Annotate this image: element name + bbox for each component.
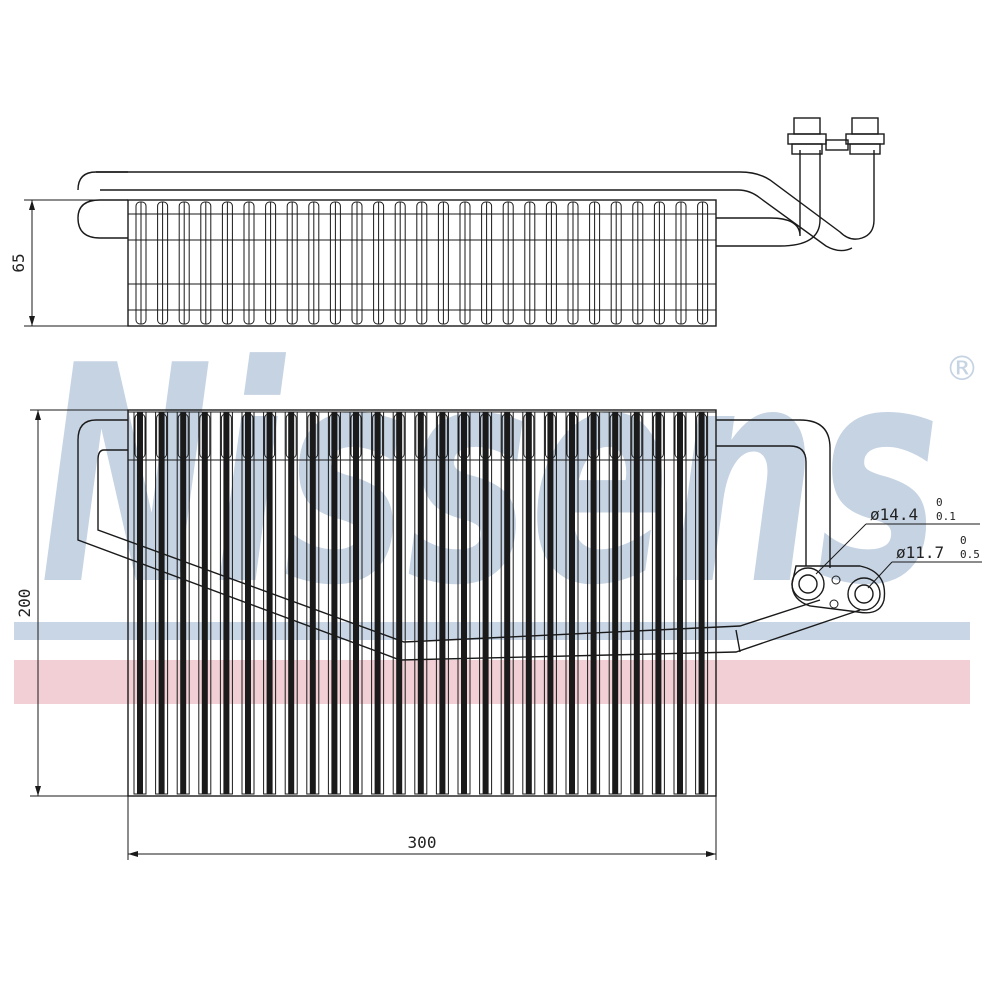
width-dimension: 300 (127, 796, 717, 860)
outlet-diameter-lower: 0.1 (936, 510, 956, 523)
top-fin (481, 201, 493, 325)
inlet-diameter-lower: 0.5 (960, 548, 980, 561)
top-fin (135, 201, 147, 325)
top-fin (675, 201, 687, 325)
top-fin (416, 201, 428, 325)
width-label: 300 (408, 833, 437, 852)
front-view (77, 409, 886, 797)
top-core-outline (127, 199, 717, 327)
depth-dimension: 65 (9, 199, 128, 327)
top-fin (632, 201, 644, 325)
top-pipe-side-2 (716, 150, 821, 247)
top-fin (178, 201, 190, 325)
top-pipe-outer (77, 199, 128, 239)
top-fin (524, 201, 536, 325)
top-fin (697, 201, 709, 325)
top-fitting-right (845, 117, 885, 155)
front-pipe-outer (77, 419, 861, 661)
top-fin (329, 201, 341, 325)
flange-bolt-hole-2 (829, 599, 839, 609)
top-fin (373, 201, 385, 325)
depth-label: 65 (9, 253, 28, 272)
outlet-diameter-callout: ø14.4 0 0.1 (815, 496, 980, 575)
front-pipe-inner (97, 449, 821, 643)
outlet-port-outer (791, 567, 825, 601)
nissens-watermark: Nissens ® (14, 302, 979, 704)
top-lower-band (127, 283, 717, 311)
top-fin (308, 201, 320, 325)
top-fin (545, 201, 557, 325)
top-pipe-run-upper (96, 150, 875, 240)
top-fin (243, 201, 255, 325)
top-view (77, 117, 885, 327)
top-view-fins (135, 201, 709, 325)
top-header-band (127, 213, 717, 241)
front-header-tank (127, 411, 717, 461)
top-pipe-side (716, 150, 801, 237)
top-fin (459, 201, 471, 325)
outlet-diameter-base: ø14.4 (870, 505, 918, 524)
watermark-registered-mark: ® (945, 349, 979, 389)
height-dimension: 200 (15, 409, 128, 797)
flange-plate (791, 565, 886, 614)
top-fin (351, 201, 363, 325)
top-fin (653, 201, 665, 325)
front-pipe-right-lower (716, 445, 807, 566)
top-fin (502, 201, 514, 325)
flange-bolt-hole (831, 575, 841, 585)
outlet-port-inner (798, 574, 818, 594)
top-fitting-bridge (825, 139, 849, 151)
inlet-diameter-upper: 0 (960, 534, 967, 547)
front-pipe-joint (735, 629, 741, 653)
inlet-diameter-callout: ø11.7 0 0.5 (867, 534, 982, 589)
top-fin (265, 201, 277, 325)
inlet-port-inner (854, 584, 874, 604)
top-fin (589, 201, 601, 325)
front-pipe-right-upper (716, 419, 831, 568)
top-fitting-left (787, 117, 827, 155)
top-fin (394, 201, 406, 325)
top-fin (221, 201, 233, 325)
top-fin (286, 201, 298, 325)
top-fin (157, 201, 169, 325)
top-fin (567, 201, 579, 325)
inlet-diameter-base: ø11.7 (896, 543, 944, 562)
height-label: 200 (15, 589, 34, 618)
inlet-port-outer (847, 577, 881, 611)
watermark-brand-text: Nissens (40, 302, 940, 651)
top-pipe-left-loop (77, 171, 128, 191)
top-fin (200, 201, 212, 325)
top-fin (437, 201, 449, 325)
top-fin (610, 201, 622, 325)
top-pipe-run-lower (100, 189, 853, 252)
front-view-fins (133, 411, 709, 795)
outlet-diameter-upper: 0 (936, 496, 943, 509)
front-core-outline (127, 409, 717, 797)
